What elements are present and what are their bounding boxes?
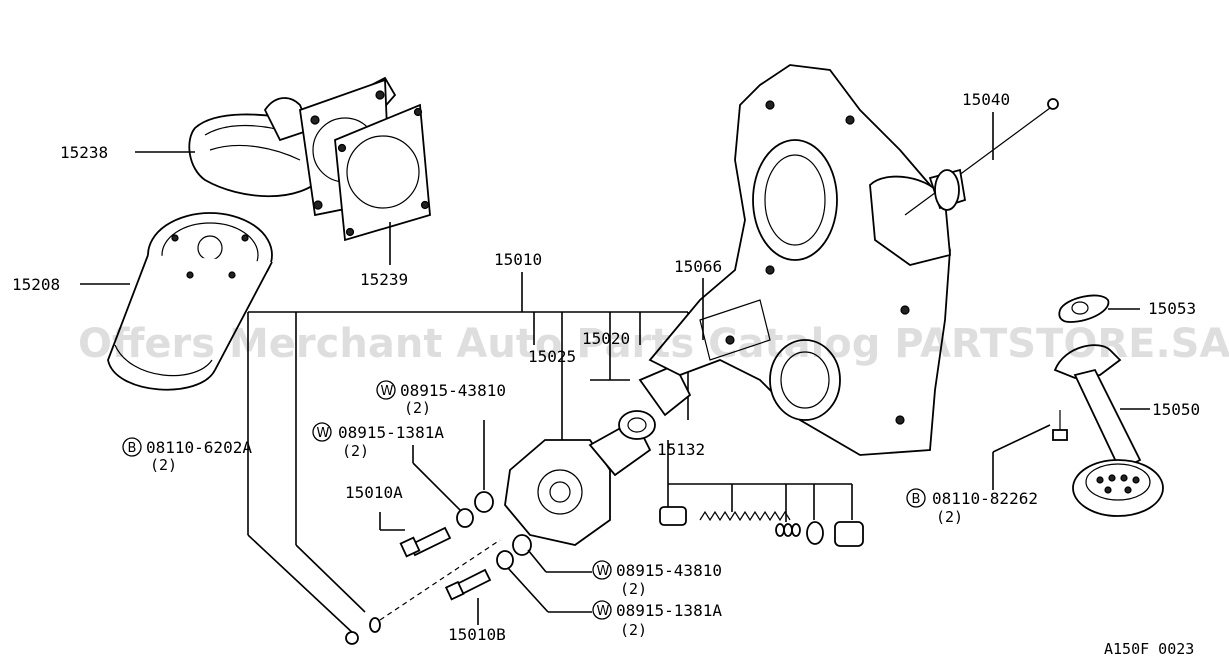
label-15239: 15239: [360, 270, 408, 289]
callout-b-08110-82262: B 08110-82262 (2): [906, 488, 1038, 526]
callout-code: 08915-1381A: [338, 423, 444, 442]
callout-w-08915-43810-lower: W 08915-43810 (2): [592, 560, 722, 598]
label-15053: 15053: [1148, 299, 1196, 318]
callout-qty: (2): [620, 580, 647, 598]
label-15025: 15025: [528, 347, 576, 366]
gasket-15053[interactable]: [1058, 294, 1110, 323]
callout-symbol: B: [912, 492, 921, 507]
callout-w-08915-1381A-lower: W 08915-1381A (2): [592, 600, 722, 639]
dipstick-15040[interactable]: [904, 98, 1059, 216]
callout-symbol: W: [597, 604, 610, 619]
label-15238: 15238: [60, 143, 108, 162]
relief-valve-parts-15132[interactable]: [659, 506, 864, 547]
label-15132: 15132: [657, 440, 705, 459]
label-15020: 15020: [582, 329, 630, 348]
callout-w-08915-1381A-upper: W 08915-1381A (2): [312, 422, 444, 460]
callout-code: 08915-43810: [400, 381, 506, 400]
callout-qty: (2): [936, 508, 963, 526]
bolt-15010B[interactable]: [444, 568, 492, 601]
callout-symbol: W: [317, 426, 330, 441]
label-15010A: 15010A: [345, 483, 403, 502]
callout-b-08110-6202A: B 08110-6202A (2): [122, 437, 252, 474]
callout-symbol: B: [128, 441, 137, 456]
callout-symbol: W: [597, 564, 610, 579]
callout-w-08915-43810-upper: W 08915-43810 (2): [376, 380, 506, 417]
oil-strainer-15050[interactable]: [1053, 344, 1164, 517]
label-15050: 15050: [1152, 400, 1200, 419]
figure-reference: A150F 0023: [1104, 640, 1194, 658]
bolt-15010A[interactable]: [399, 526, 452, 558]
label-15066: 15066: [674, 257, 722, 276]
washers-left[interactable]: [345, 491, 532, 645]
oil-filter-15208[interactable]: [107, 212, 273, 391]
callout-code: 08915-1381A: [616, 601, 722, 620]
label-15010: 15010: [494, 250, 542, 269]
label-15010B: 15010B: [448, 625, 506, 644]
gasket-15239[interactable]: [334, 103, 431, 242]
callout-code: 08915-43810: [616, 561, 722, 580]
oil-pump-body-15010[interactable]: [504, 363, 692, 546]
label-15208: 15208: [12, 275, 60, 294]
callout-code: 08110-6202A: [146, 438, 252, 457]
callout-qty: (2): [150, 456, 177, 474]
callout-qty: (2): [620, 621, 647, 639]
timing-cover-15066[interactable]: [648, 64, 951, 456]
callout-qty: (2): [404, 399, 431, 417]
callout-symbol: W: [381, 384, 394, 399]
callout-qty: (2): [342, 442, 369, 460]
watermark: Offers Merchant Auto Parts Catalog PARTS…: [78, 321, 1229, 367]
label-15040: 15040: [962, 90, 1010, 109]
bolt-strainer[interactable]: [1052, 410, 1068, 441]
callout-code: 08110-82262: [932, 489, 1038, 508]
